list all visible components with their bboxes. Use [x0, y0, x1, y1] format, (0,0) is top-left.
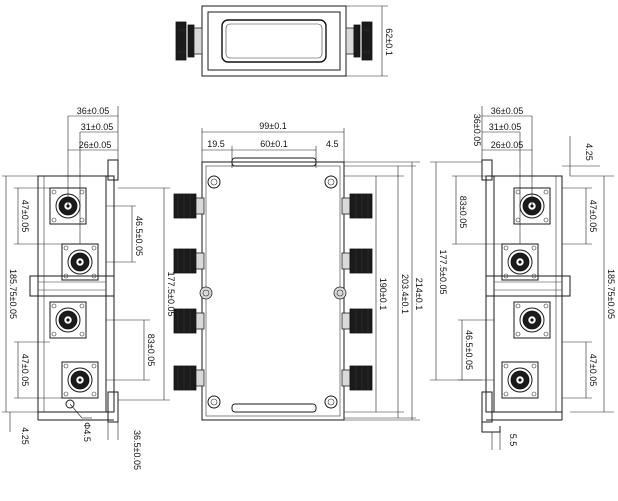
front-height-dimensions: 190±0.1 203.4±0.1 214±0.1: [344, 161, 424, 421]
right-offset-36-vertical-label: 36±0.05: [472, 114, 482, 146]
right-center-label: 177.5±0.05: [438, 250, 448, 295]
left-right-dimensions: 46.5±0.05 177.5±0.05 83±0.05 Φ4.5 36.5±0…: [69, 187, 176, 470]
right-pitch-bottom-label: 47±0.05: [588, 354, 598, 386]
right-pitch-top-label: 47±0.05: [588, 200, 598, 232]
front-left-connector-icons: [173, 193, 205, 391]
left-hole-label: Φ4.5: [82, 422, 92, 442]
left-side-view: 36±0.05 31±0.05 26±0.05 185.75±0.05 47±0…: [2, 106, 176, 470]
left-offset-31-label: 31±0.05: [81, 122, 113, 132]
front-edge-label: 4.5: [326, 139, 339, 149]
right-connector-icons: [501, 187, 551, 399]
right-total-label: 185.75±0.05: [606, 269, 616, 319]
right-flange-label: 4.25: [584, 143, 594, 161]
left-base-label: 36.5±0.05: [132, 430, 142, 470]
left-pitch-bottom-label: 47±0.05: [20, 354, 30, 386]
left-pitch-top-label: 47±0.05: [20, 200, 30, 232]
left-vertical-dimensions: 185.75±0.05 47±0.05 47±0.05 4.25: [2, 175, 62, 445]
front-mounting-hole-icons: [199, 175, 347, 409]
left-top-dimensions: 36±0.05 31±0.05 26±0.05: [67, 106, 119, 244]
front-outer-height-label: 214±0.1: [414, 278, 424, 310]
right-left-dimensions: 83±0.05 177.5±0.05 46.5±0.05: [430, 161, 502, 381]
front-width-label: 99±0.1: [259, 121, 286, 131]
front-inset-label: 19.5: [207, 139, 225, 149]
front-pitch-label: 190±0.1: [378, 278, 388, 310]
left-offset-36-label: 36±0.05: [77, 106, 109, 116]
right-top-dimensions: 36±0.05 31±0.05 26±0.05 36±0.05 4.25: [472, 106, 600, 244]
right-side-view: 36±0.05 31±0.05 26±0.05 36±0.05 4.25 83±…: [430, 106, 616, 450]
left-center-label: 177.5±0.05: [166, 272, 176, 317]
right-right-dimensions: 47±0.05 185.75±0.05 47±0.05 5.5: [491, 175, 616, 450]
left-gap-label: 46.5±0.05: [134, 216, 144, 256]
front-right-connector-icons: [341, 193, 373, 391]
right-foot-label: 5.5: [508, 434, 518, 447]
right-span-label: 83±0.05: [458, 196, 468, 228]
left-offset-26-label: 26±0.05: [79, 140, 111, 150]
left-total-label: 185.75±0.05: [8, 269, 18, 319]
top-left-connector-icon: [175, 21, 203, 61]
right-offset-26-label: 26±0.05: [491, 140, 523, 150]
front-slot-label: 60±0.1: [260, 139, 287, 149]
front-inner-height-label: 203.4±0.1: [400, 274, 410, 314]
right-gap-label: 46.5±0.05: [464, 330, 474, 370]
front-view: 99±0.1 19.5 60±0.1 4.5: [173, 121, 424, 421]
left-mounting-hole-icon: [65, 399, 75, 409]
top-height-label: 62±0.1: [384, 28, 394, 55]
right-offset-31-label: 31±0.05: [489, 122, 521, 132]
top-height-dimension: 62±0.1: [346, 5, 394, 77]
left-span-label: 83±0.05: [146, 334, 156, 366]
top-view: 62±0.1: [175, 5, 394, 77]
left-flange-label: 4.25: [20, 427, 30, 445]
right-offset-36-label: 36±0.05: [491, 106, 523, 116]
left-connector-icons: [49, 187, 99, 399]
top-right-connector-icon: [345, 21, 373, 61]
